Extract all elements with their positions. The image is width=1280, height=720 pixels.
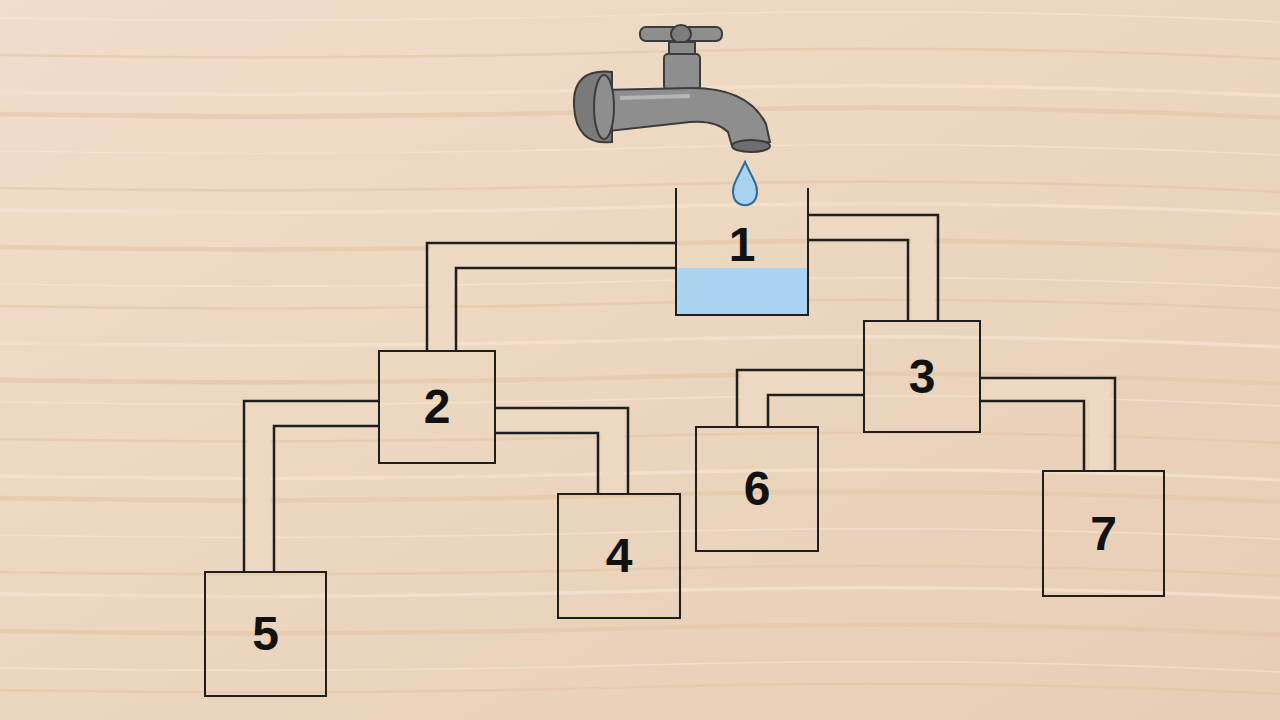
pipe-wall xyxy=(244,401,378,571)
grain-line xyxy=(0,337,1280,347)
pipe-wall xyxy=(809,215,938,320)
grain-line xyxy=(0,662,1280,672)
pipe-wall xyxy=(737,370,863,426)
pipe-inside xyxy=(809,228,923,323)
grain-line xyxy=(0,204,1280,214)
grain-line xyxy=(0,278,1280,288)
grain-line xyxy=(0,300,1280,310)
pipe-wall xyxy=(496,433,598,493)
grain-line xyxy=(0,145,1280,155)
pipe-wall xyxy=(274,426,378,571)
pipe xyxy=(737,370,863,428)
grain-line xyxy=(0,684,1280,694)
grain-line xyxy=(0,529,1280,539)
grain-line xyxy=(0,625,1280,635)
pipe-inside xyxy=(753,383,864,429)
container-number: 7 xyxy=(1090,510,1117,558)
pipe-inside xyxy=(981,390,1100,473)
container-number: 2 xyxy=(424,383,451,431)
pipe-wall xyxy=(981,378,1115,470)
pipe-wall xyxy=(768,395,863,426)
grain-line xyxy=(0,182,1280,192)
pipe xyxy=(496,408,628,495)
container-box: 1 xyxy=(675,188,809,316)
water xyxy=(677,268,807,314)
container-box: 6 xyxy=(695,426,819,552)
grain-line xyxy=(0,12,1280,22)
pipe-wall xyxy=(496,408,628,493)
container-box: 4 xyxy=(557,493,681,619)
grain-line xyxy=(0,433,1280,443)
container-number: 3 xyxy=(909,353,936,401)
container-number: 1 xyxy=(729,221,756,269)
grain-line xyxy=(0,49,1280,59)
container-box: 7 xyxy=(1042,470,1165,597)
pipe-inside xyxy=(259,414,378,574)
pipe xyxy=(809,215,938,322)
water-drop xyxy=(733,162,757,205)
container-box: 5 xyxy=(204,571,327,697)
pipe-inside xyxy=(496,421,613,496)
pipe xyxy=(244,401,378,573)
container-number: 5 xyxy=(252,610,279,658)
pipe-wall xyxy=(427,243,675,350)
pipe-wall xyxy=(981,401,1084,470)
faucet xyxy=(574,25,770,152)
container-box: 3 xyxy=(863,320,981,433)
pipe-wall xyxy=(809,240,908,320)
pipe xyxy=(427,243,675,352)
pipe-wall xyxy=(456,268,675,350)
pipe xyxy=(981,378,1115,472)
container-box: 2 xyxy=(378,350,496,464)
pipe-inside xyxy=(442,256,676,353)
container-number: 4 xyxy=(606,532,633,580)
grain-line xyxy=(0,566,1280,576)
container-number: 6 xyxy=(744,465,771,513)
wood-grain xyxy=(0,12,1280,694)
